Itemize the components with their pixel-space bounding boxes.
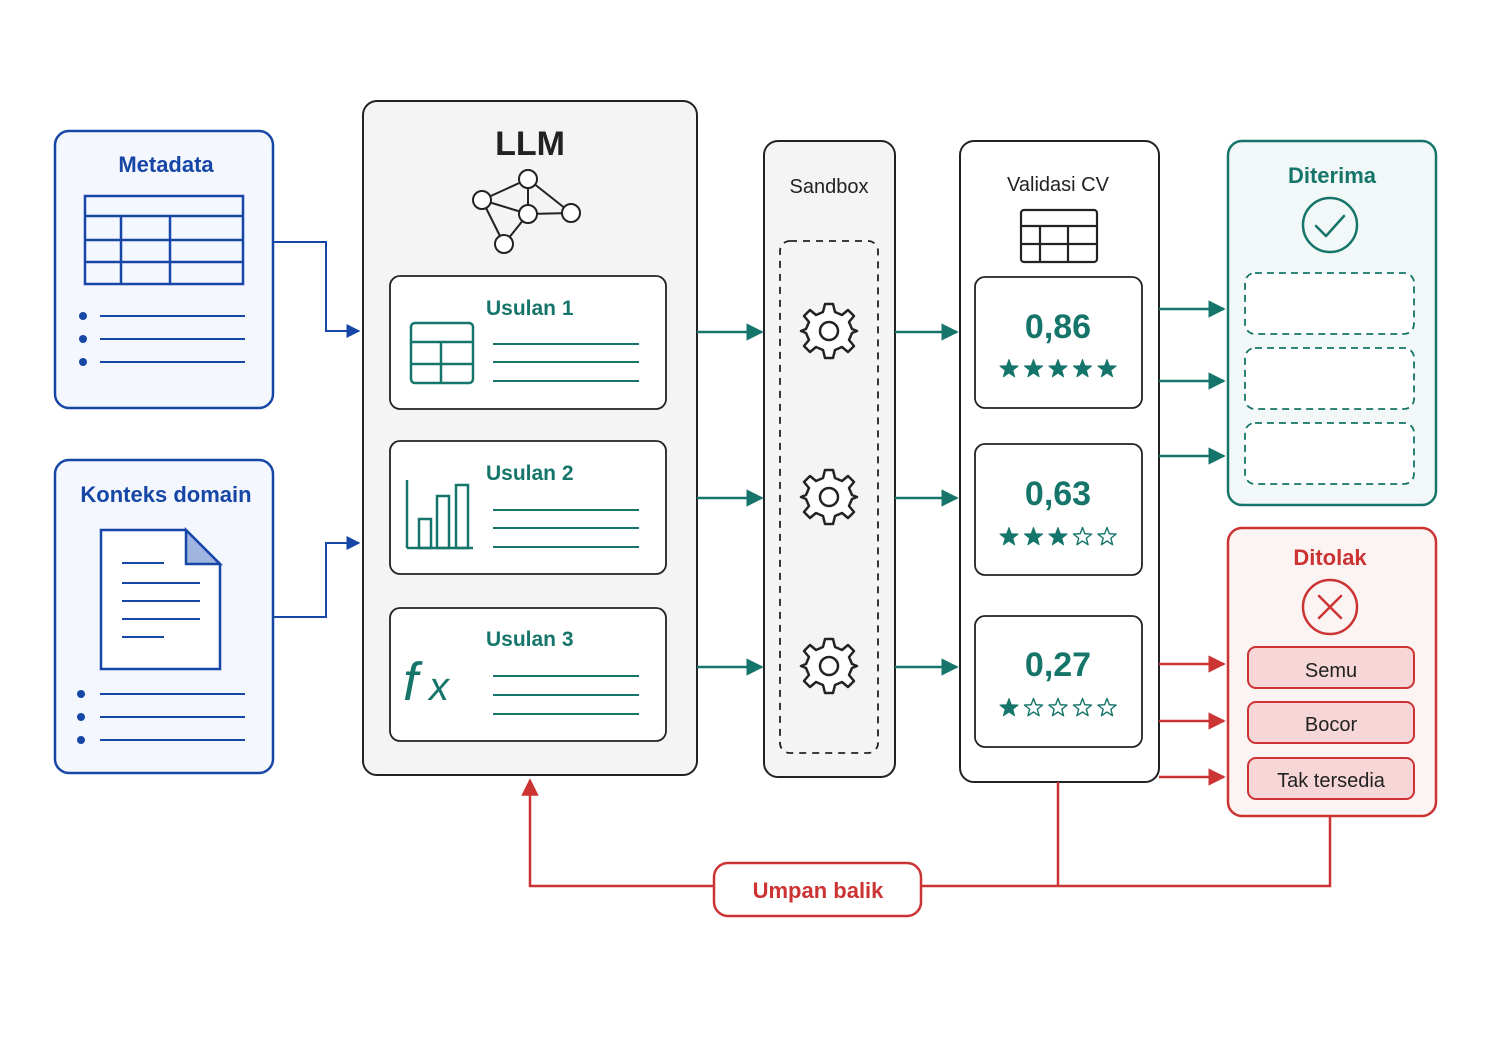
score-value-2: 0,63 xyxy=(1025,475,1091,513)
score-card-2: 0,63 xyxy=(974,443,1143,576)
x-circle-icon xyxy=(1301,578,1359,636)
feedback-label-box: Umpan balik xyxy=(712,861,923,918)
sandbox-panel: Sandbox xyxy=(763,140,896,778)
llm-panel: LLM Usulan 1 xyxy=(362,100,698,776)
metadata-title: Metadata xyxy=(118,152,214,177)
accepted-slot xyxy=(1244,422,1415,485)
svg-text:f: f xyxy=(403,652,423,712)
star-empty-icon xyxy=(1097,697,1117,717)
gear-icon xyxy=(799,468,859,526)
star-rating-1 xyxy=(999,359,1117,378)
score-card-3: 0,27 xyxy=(974,615,1143,748)
accepted-panel: Diterima xyxy=(1226,139,1438,507)
svg-text:x: x xyxy=(427,665,451,709)
validation-to-accepted-arrows xyxy=(1159,300,1226,465)
accepted-slot xyxy=(1244,347,1415,410)
domain-context-title: Konteks domain xyxy=(80,482,251,507)
feedback-label: Umpan balik xyxy=(753,878,885,903)
star-filled-icon xyxy=(1048,359,1068,378)
proposal-card-1: Usulan 1 xyxy=(389,275,667,410)
table-icon xyxy=(1019,208,1099,264)
table-icon xyxy=(409,321,475,385)
metadata-card: Metadata xyxy=(53,129,275,410)
document-icon xyxy=(99,526,224,671)
input-connectors xyxy=(273,241,361,618)
score-card-1: 0,86 xyxy=(974,276,1143,409)
sandbox-title: Sandbox xyxy=(790,176,869,198)
text-lines-icon xyxy=(493,343,639,382)
llm-title: LLM xyxy=(495,125,565,163)
proposal-card-2: Usulan 2 xyxy=(389,440,667,575)
bullet-list-icon xyxy=(77,690,245,744)
text-lines-icon xyxy=(493,509,639,548)
star-filled-icon xyxy=(1072,359,1093,378)
reject-reason-label: Tak tersedia xyxy=(1277,770,1386,792)
check-circle-icon xyxy=(1301,196,1359,254)
score-value-3: 0,27 xyxy=(1025,646,1091,684)
gear-icon xyxy=(799,302,859,360)
domain-context-arrow xyxy=(273,536,361,618)
llm-to-sandbox-arrows xyxy=(697,323,764,676)
reject-reason-bocor: Bocor xyxy=(1247,701,1415,744)
rejected-title: Ditolak xyxy=(1293,545,1367,570)
accepted-title: Diterima xyxy=(1288,163,1377,188)
domain-context-card: Konteks domain xyxy=(53,458,275,775)
table-icon xyxy=(83,194,245,286)
star-filled-icon xyxy=(999,698,1019,717)
star-filled-icon xyxy=(999,527,1019,546)
star-empty-icon xyxy=(1023,697,1044,717)
text-lines-icon xyxy=(493,675,639,715)
proposal-label-3: Usulan 3 xyxy=(486,628,574,651)
rejected-panel: Ditolak Semu Bocor Tak tersedia xyxy=(1226,526,1438,818)
star-filled-icon xyxy=(1023,359,1044,378)
star-empty-icon xyxy=(1072,526,1093,546)
star-empty-icon xyxy=(1072,697,1093,717)
reject-reason-semu: Semu xyxy=(1247,646,1415,689)
validation-title: Validasi CV xyxy=(1007,174,1110,196)
sandbox-to-validation-arrows xyxy=(895,323,959,676)
bullet-list-icon xyxy=(79,312,245,366)
metadata-arrow xyxy=(273,241,361,338)
star-filled-icon xyxy=(1097,359,1117,378)
score-value-1: 0,86 xyxy=(1025,308,1091,346)
star-empty-icon xyxy=(1048,697,1068,717)
gear-icon xyxy=(799,637,859,695)
accepted-slots xyxy=(1244,272,1415,485)
star-empty-icon xyxy=(1097,526,1117,546)
star-filled-icon xyxy=(999,359,1019,378)
star-rating-3 xyxy=(999,697,1117,717)
proposal-card-3: Usulan 3 f x xyxy=(389,607,667,742)
reject-reason-label: Semu xyxy=(1305,660,1357,682)
reject-reason-tak-tersedia: Tak tersedia xyxy=(1247,757,1415,800)
proposal-label-2: Usulan 2 xyxy=(486,462,574,485)
star-rating-2 xyxy=(999,526,1117,546)
accepted-slot xyxy=(1244,272,1415,335)
reject-reason-label: Bocor xyxy=(1305,714,1358,736)
validation-to-rejected-arrows xyxy=(1159,655,1226,786)
network-graph-icon xyxy=(472,169,581,254)
star-filled-icon xyxy=(1023,527,1044,546)
feedback-loop xyxy=(521,778,1332,888)
validation-panel: Validasi CV 0,86 0,63 0,27 xyxy=(959,140,1160,783)
bar-chart-icon xyxy=(405,480,473,550)
function-icon: f x xyxy=(403,652,451,712)
star-filled-icon xyxy=(1048,527,1068,546)
proposal-label-1: Usulan 1 xyxy=(486,297,574,320)
